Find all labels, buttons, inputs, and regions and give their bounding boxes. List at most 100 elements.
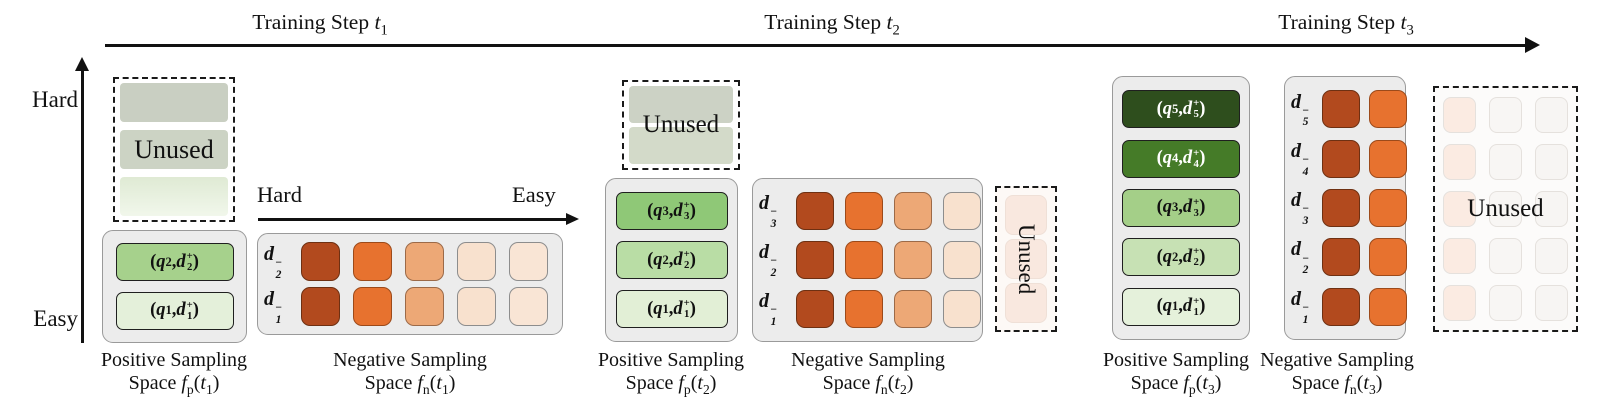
unused-sample-square: [1489, 191, 1522, 227]
negative-sample-square: [796, 241, 834, 279]
negative-doc-label: d−1: [1291, 287, 1310, 326]
negative-sample-square: [1322, 90, 1360, 129]
negative-rows-step3: d−5 d−4 d−3 d−2 d−1: [1285, 77, 1407, 339]
caption-positive-step1: Positive Sampling Space fp(t1): [101, 349, 247, 398]
negative-sample-square: [943, 192, 981, 230]
unused-label-step3: Unused: [1467, 195, 1544, 222]
unused-sample-square: [1443, 144, 1476, 180]
negative-row: d−5: [1291, 90, 1407, 129]
negative-axis-label-hard: Hard: [257, 182, 302, 207]
unused-sample-square: [1443, 97, 1476, 133]
negative-doc-label: d−3: [1291, 189, 1310, 227]
unused-sample-square: [1489, 238, 1522, 274]
unused-sample-square: [1005, 239, 1047, 279]
caption-line: Negative Sampling: [791, 349, 945, 371]
caption-line: Space fp(t1): [128, 372, 220, 397]
axis-label-easy: Easy: [33, 306, 78, 331]
negative-row: d−2: [1291, 238, 1407, 277]
negative-row: d−4: [1291, 139, 1407, 178]
negative-sample-square: [405, 242, 444, 281]
negative-row: d−3: [759, 192, 981, 231]
unused-side-label-step2: Unused: [1014, 223, 1039, 295]
caption-line: Positive Sampling: [597, 349, 745, 371]
difficulty-axis-line: [81, 70, 84, 343]
unused-region-step1: Unused: [113, 77, 235, 222]
negative-sample-square: [943, 290, 981, 328]
negative-row: d−2: [264, 242, 556, 281]
unused-sample-square: [1443, 285, 1476, 321]
negative-sample-square: [894, 290, 932, 328]
unused-band: [629, 86, 733, 123]
negative-sample-square: [1369, 188, 1407, 227]
negative-sample-square: [943, 241, 981, 279]
caption-negative-step2: Negative Sampling Space fn(t2): [791, 349, 945, 398]
unused-sample-square: [1443, 238, 1476, 274]
unused-band: [120, 83, 228, 122]
negative-sample-square: [301, 242, 340, 281]
difficulty-axis-arrowhead-icon: [75, 57, 89, 71]
unused-sample-square: [1535, 97, 1568, 133]
negative-doc-label: d−2: [759, 241, 778, 280]
unused-region-step3: Unused: [1433, 86, 1578, 332]
negative-doc-label: d−3: [759, 192, 778, 231]
negative-axis-arrowhead-icon: [566, 213, 579, 225]
unused-sample-square: [1535, 285, 1568, 321]
unused-side-squares-step2: [1005, 195, 1047, 323]
unused-sample-square: [1489, 144, 1522, 180]
negative-doc-label: d−1: [759, 290, 778, 329]
negative-row: d−1: [1291, 287, 1407, 326]
negative-sample-square: [353, 287, 392, 326]
negative-sample-square: [509, 287, 548, 326]
negative-sample-square: [796, 290, 834, 328]
training-step-3-title: Training Step t3: [1278, 10, 1414, 39]
unused-sample-square: [1489, 97, 1522, 133]
caption-line: Space fn(t2): [822, 372, 914, 397]
negative-doc-label: d−5: [1291, 90, 1310, 129]
negative-doc-label: d−4: [1291, 139, 1310, 178]
caption-line: Negative Sampling: [333, 349, 487, 371]
negative-sample-square: [894, 241, 932, 279]
negative-row: d−3: [1291, 188, 1407, 227]
timeline-arrowhead-icon: [1525, 37, 1540, 53]
unused-sample-square: [1489, 285, 1522, 321]
negative-sample-square: [1322, 139, 1360, 178]
caption-negative-step3: Negative Sampling Space fn(t3): [1260, 349, 1414, 398]
caption-line: Space fn(t3): [1291, 372, 1383, 397]
negative-doc-label: d−2: [1291, 238, 1310, 277]
negative-sample-square: [353, 242, 392, 281]
caption-positive-step2: Positive Sampling Space fp(t2): [598, 349, 744, 398]
unused-band: [120, 130, 228, 169]
negative-doc-label: d−2: [264, 242, 283, 281]
caption-positive-step3: Positive Sampling Space fp(t3): [1103, 349, 1249, 398]
unused-sample-square: [1005, 283, 1047, 323]
negative-sample-square: [1369, 90, 1407, 129]
unused-region-step2: Unused: [622, 80, 740, 170]
negative-sample-square: [1369, 287, 1407, 326]
negative-sampling-space-step3: d−5 d−4 d−3 d−2 d−1: [1284, 76, 1407, 340]
negative-axis-line: [258, 218, 568, 221]
unused-grid-step3: [1443, 97, 1568, 321]
negative-sample-square: [457, 287, 496, 326]
negative-sample-square: [1322, 188, 1360, 227]
training-step-2-title: Training Step t2: [764, 10, 900, 39]
negative-sample-square: [845, 290, 883, 328]
negative-row: d−2: [759, 241, 981, 280]
unused-label-step1: Unused: [134, 134, 214, 164]
timeline-arrow-line: [105, 44, 1527, 47]
caption-line: Space fn(t1): [364, 372, 456, 397]
